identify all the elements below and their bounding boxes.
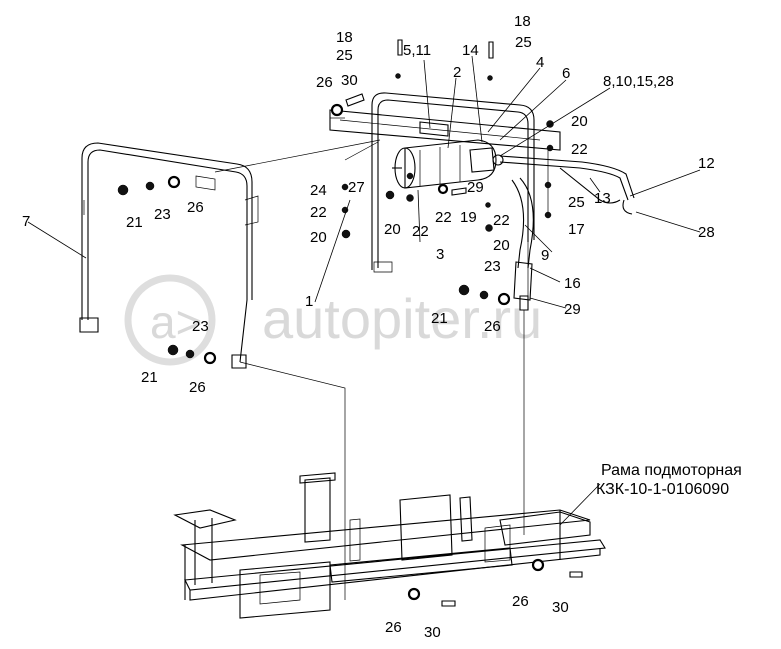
- callout-26: 26: [189, 379, 206, 396]
- nut-icon: [385, 190, 395, 200]
- callout-26: 26: [385, 619, 402, 636]
- callout-8-10-15-28: 8,10,15,28: [603, 73, 674, 90]
- engine-subframe: [173, 472, 606, 619]
- bolt-icon: [488, 41, 494, 59]
- hoses-and-pipes: [499, 148, 635, 301]
- callout-25: 25: [568, 194, 585, 211]
- callout-30: 30: [341, 72, 358, 89]
- nut-icon: [485, 224, 493, 232]
- callout-13: 13: [594, 190, 611, 207]
- watermark: a> autopiter.ru: [124, 274, 542, 366]
- callout-22: 22: [412, 223, 429, 240]
- callout-20: 20: [493, 237, 510, 254]
- callout-23: 23: [154, 206, 171, 223]
- callout-20: 20: [310, 229, 327, 246]
- callout-27: 27: [348, 179, 365, 196]
- frame-note-code: КЗК-10-1-0106090: [596, 481, 729, 498]
- callout-6: 6: [562, 65, 570, 82]
- lock-washer-icon: [341, 206, 349, 214]
- callout-26: 26: [512, 593, 529, 610]
- callout-9: 9: [541, 247, 549, 264]
- callout-23: 23: [192, 318, 209, 335]
- bolt-icon: [451, 187, 467, 196]
- nut-icon: [117, 184, 129, 196]
- lock-washer-icon: [546, 144, 554, 152]
- bolt-icon: [441, 600, 456, 607]
- callout-28: 28: [698, 224, 715, 241]
- callout-30: 30: [424, 624, 441, 641]
- frame-note: Рама подмоторная КЗК-10-1-0106090: [596, 462, 742, 498]
- callout-29: 29: [564, 301, 581, 318]
- callout-26: 26: [187, 199, 204, 216]
- callout-24: 24: [310, 182, 327, 199]
- callout-1: 1: [305, 293, 313, 310]
- callout-21: 21: [431, 310, 448, 327]
- bolt-icon: [345, 93, 365, 107]
- heater-unit-part-2: [392, 139, 504, 189]
- washer-icon: [485, 202, 491, 208]
- callout-21: 21: [126, 214, 143, 231]
- callout-22: 22: [493, 212, 510, 229]
- lock-washer-icon: [185, 349, 195, 359]
- washer-icon: [407, 587, 421, 601]
- callout-19: 19: [460, 209, 477, 226]
- assembly-leaders: [214, 117, 525, 600]
- left-bracket-part-7: [79, 142, 259, 369]
- callout-21: 21: [141, 369, 158, 386]
- callout-16: 16: [564, 275, 581, 292]
- callout-23: 23: [484, 258, 501, 275]
- callout-30: 30: [552, 599, 569, 616]
- callout-18: 18: [336, 29, 353, 46]
- callout-3: 3: [436, 246, 444, 263]
- nut-icon: [167, 344, 179, 356]
- callout-12: 12: [698, 155, 715, 172]
- fasteners: [117, 39, 583, 607]
- callout-29: 29: [467, 179, 484, 196]
- washer-icon: [437, 183, 449, 195]
- washer-icon: [203, 351, 217, 365]
- washer-icon: [531, 558, 545, 572]
- callout-18: 18: [514, 13, 531, 30]
- callout-26: 26: [316, 74, 333, 91]
- callout-labels: 18 25 26 30 5,11 14 18 25 4 2 6 8,10,15,…: [22, 13, 715, 641]
- callout-20: 20: [384, 221, 401, 238]
- bolt-icon: [569, 571, 583, 578]
- callout-25: 25: [515, 34, 532, 51]
- washer-icon: [341, 183, 349, 191]
- lock-washer-icon: [145, 181, 155, 191]
- heater-frame-part-1: [329, 92, 561, 311]
- callout-14: 14: [462, 42, 479, 59]
- callout-4: 4: [536, 54, 544, 71]
- lock-washer-icon: [406, 194, 414, 202]
- callout-2: 2: [453, 64, 461, 81]
- washer-icon: [544, 181, 552, 189]
- callout-26: 26: [484, 318, 501, 335]
- callout-22: 22: [435, 209, 452, 226]
- nut-icon: [458, 284, 470, 296]
- bolt-icon: [397, 39, 403, 56]
- spring-washer-icon: [395, 73, 401, 79]
- callout-5-11: 5,11: [403, 42, 431, 59]
- callout-22: 22: [571, 141, 588, 158]
- callout-25: 25: [336, 47, 353, 64]
- callout-22: 22: [310, 204, 327, 221]
- watermark-logo-mark: a>: [150, 296, 202, 348]
- nut-icon: [341, 229, 351, 239]
- callout-20: 20: [571, 113, 588, 130]
- watermark-text: autopiter.ru: [262, 287, 542, 350]
- spring-washer-icon: [487, 75, 493, 81]
- callout-7: 7: [22, 213, 30, 230]
- callout-17: 17: [568, 221, 585, 238]
- lock-washer-icon: [479, 290, 489, 300]
- frame-note-title: Рама подмоторная: [601, 462, 742, 479]
- callout-leaders: [27, 55, 701, 526]
- washer-icon: [330, 103, 344, 117]
- washer-icon: [167, 175, 181, 189]
- washer-icon: [497, 292, 511, 306]
- watermark-logo-circle: [124, 274, 216, 366]
